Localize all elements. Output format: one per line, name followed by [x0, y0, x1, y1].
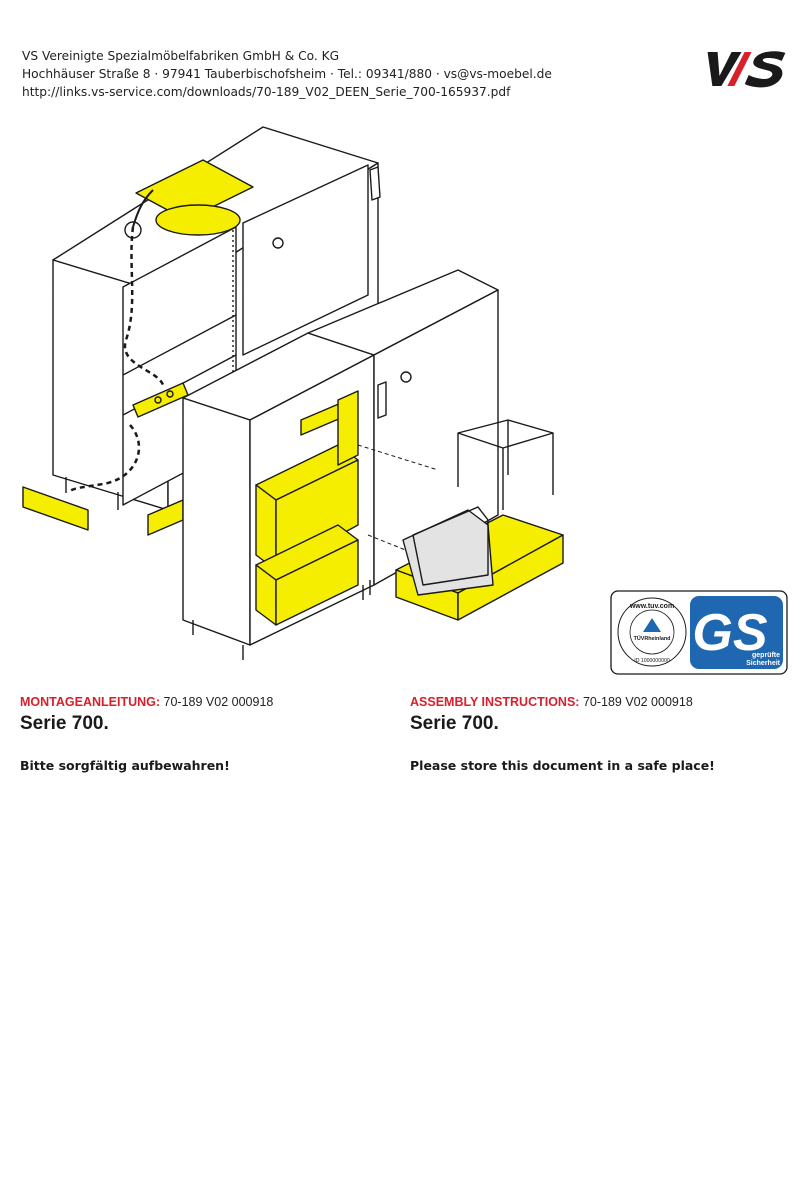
english-kicker: ASSEMBLY INSTRUCTIONS: 70-189 V02 000918	[410, 695, 790, 709]
tuv-brand: TÜVRheinland	[634, 635, 671, 642]
front-cabinet	[182, 269, 499, 660]
english-section: ASSEMBLY INSTRUCTIONS: 70-189 V02 000918…	[410, 695, 790, 773]
company-header: VS Vereinigte Spezialmöbelfabriken GmbH …	[22, 47, 552, 101]
furniture-illustration	[22, 126, 564, 660]
english-code: 70-189 V02 000918	[582, 695, 693, 709]
vs-logo	[707, 51, 786, 88]
english-label: ASSEMBLY INSTRUCTIONS:	[410, 695, 580, 709]
tuv-seal: www.tuv.com TÜVRheinland ID 1000000000	[617, 597, 687, 667]
company-name: VS Vereinigte Spezialmöbelfabriken GmbH …	[22, 49, 340, 63]
company-address: Hochhäuser Straße 8 · 97941 Tauberbischo…	[22, 67, 552, 81]
gs-text-2: Sicherheit	[746, 660, 781, 667]
file-tray	[395, 419, 564, 621]
tuv-id: ID 1000000000	[634, 658, 670, 664]
english-title: Serie 700.	[410, 713, 499, 734]
gs-letters: GS	[692, 604, 767, 662]
german-code: 70-189 V02 000918	[163, 695, 274, 709]
english-note: Please store this document in a safe pla…	[410, 758, 715, 773]
gs-text-1: geprüfte	[752, 652, 780, 659]
german-section: MONTAGEANLEITUNG: 70-189 V02 000918 Seri…	[20, 695, 400, 773]
german-kicker: MONTAGEANLEITUNG: 70-189 V02 000918	[20, 695, 400, 709]
german-note: Bitte sorgfältig aufbewahren!	[20, 758, 230, 773]
document-url: http://links.vs-service.com/downloads/70…	[22, 85, 511, 99]
tuv-url: www.tuv.com	[629, 603, 674, 610]
german-title: Serie 700.	[20, 713, 109, 734]
german-label: MONTAGEANLEITUNG:	[20, 695, 161, 709]
certification-badge: www.tuv.com TÜVRheinland ID 1000000000 G…	[610, 590, 788, 675]
gs-mark: GS geprüfte Sicherheit	[690, 596, 783, 669]
